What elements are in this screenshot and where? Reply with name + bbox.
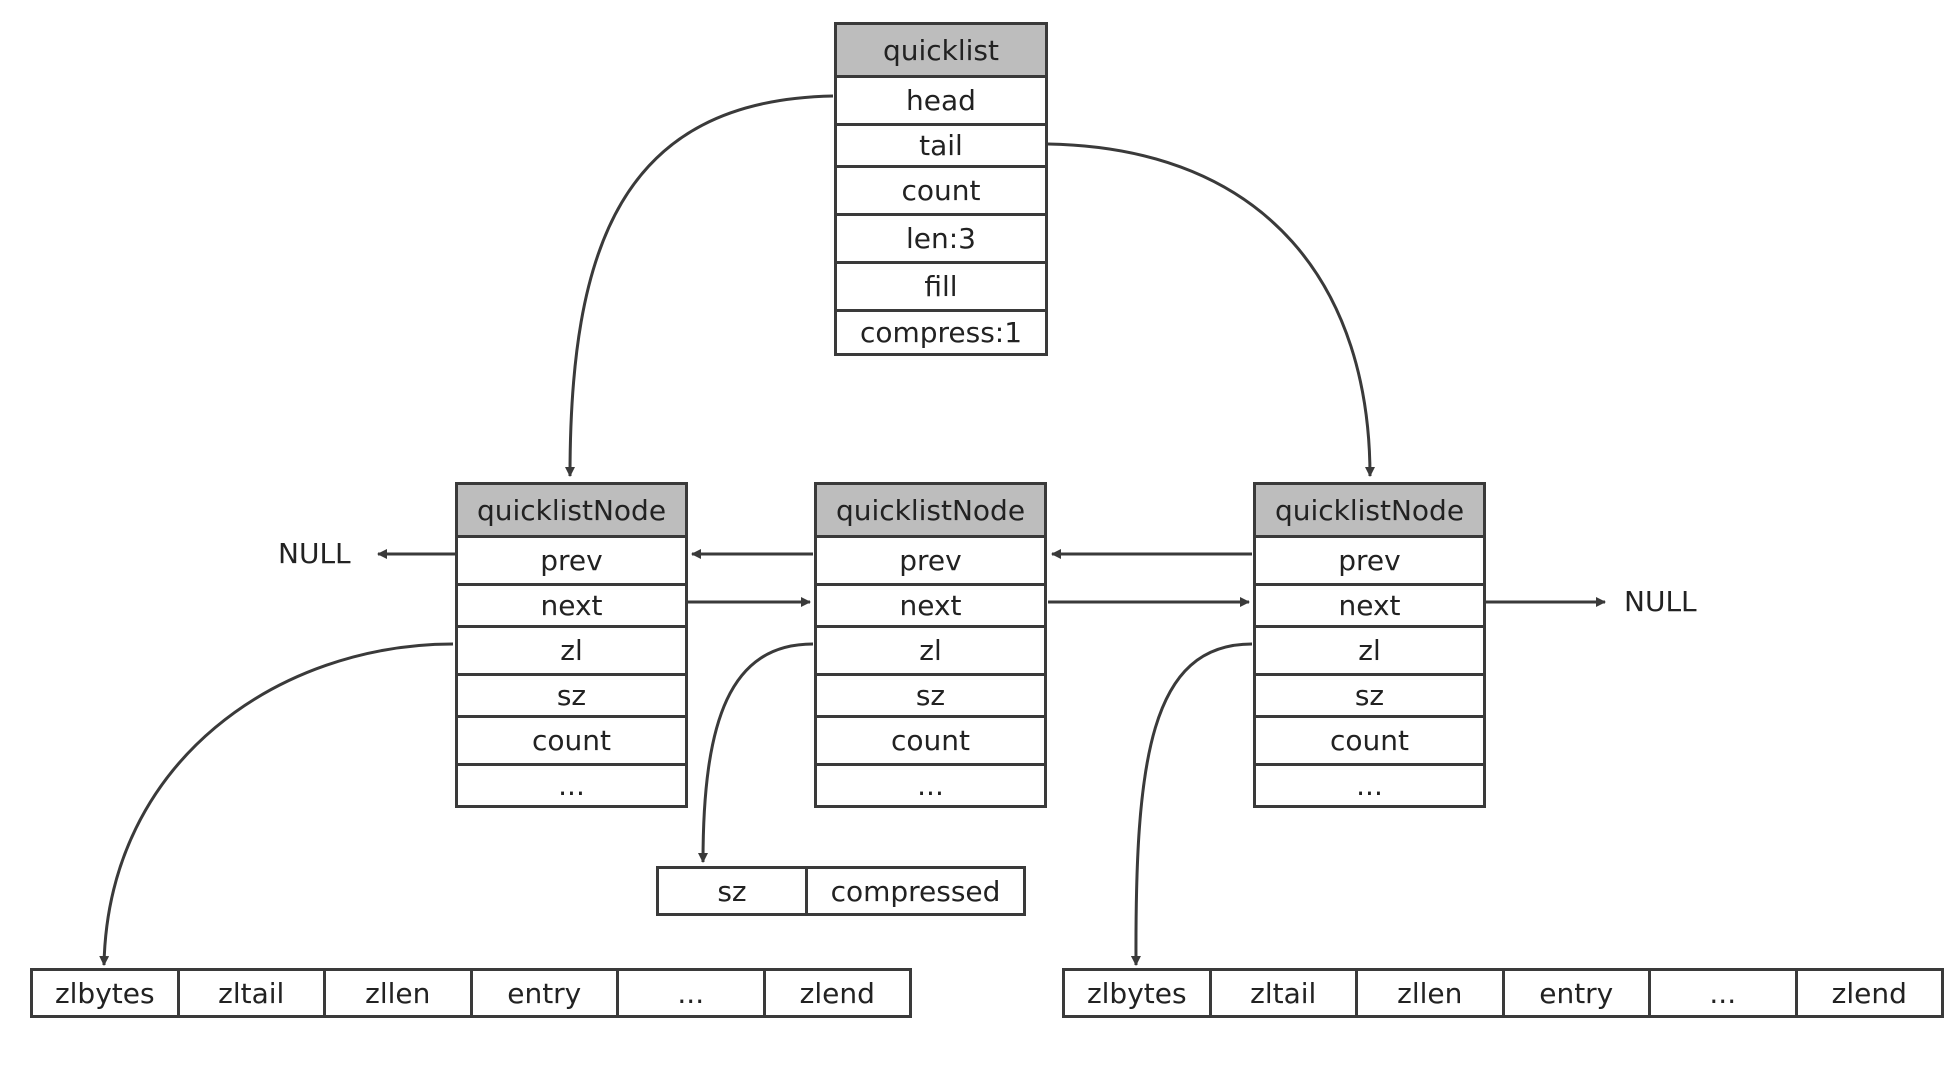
- ziplist-field-zllen: zllen: [323, 971, 470, 1015]
- quicklist-field-count: count: [837, 165, 1045, 213]
- ziplist-2: zlbytes zltail zllen entry ... zlend: [1062, 968, 1944, 1018]
- compressed-field-data: compressed: [805, 869, 1023, 913]
- quicklist-field-compress: compress:1: [837, 309, 1045, 353]
- node-field-sz: sz: [817, 673, 1044, 715]
- node-field-count: count: [817, 715, 1044, 763]
- quicklist-title: quicklist: [837, 25, 1045, 75]
- node-field-zl: zl: [1256, 625, 1483, 673]
- node-field-more: ...: [817, 763, 1044, 805]
- node-field-zl: zl: [817, 625, 1044, 673]
- ziplist-field-zltail: zltail: [1208, 971, 1356, 1015]
- quicklist-field-len: len:3: [837, 213, 1045, 261]
- ziplist-field-zlbytes: zlbytes: [54, 976, 155, 1010]
- quicklist-node-3: quicklistNode prev next zl sz count ...: [1253, 482, 1486, 808]
- null-label-right: NULL: [1624, 585, 1697, 618]
- ziplist-field-zllen: zllen: [1355, 971, 1502, 1015]
- node-field-more: ...: [458, 763, 685, 805]
- ziplist-field-zlend: zlend: [1794, 971, 1942, 1015]
- node-field-next: next: [458, 583, 685, 625]
- node-field-sz: sz: [458, 673, 685, 715]
- node3-zl-arrow: [1130, 642, 1253, 966]
- quicklist-field-fill: fill: [837, 261, 1045, 309]
- node-field-next: next: [817, 583, 1044, 625]
- quicklist-struct: quicklist head tail count len:3 fill com…: [834, 22, 1048, 356]
- ziplist-1: zlbytes zltail zllen entry ... zlend: [30, 968, 912, 1018]
- node1-zl-arrow: [99, 642, 454, 966]
- node-field-zl: zl: [458, 625, 685, 673]
- ziplist-field-more: ...: [1648, 971, 1795, 1015]
- node-field-prev: prev: [458, 535, 685, 583]
- compressed-field-sz: sz: [717, 874, 747, 908]
- quicklist-node-2: quicklistNode prev next zl sz count ...: [814, 482, 1047, 808]
- quicklist-node-1: quicklistNode prev next zl sz count ...: [455, 482, 688, 808]
- quicklist-field-head: head: [837, 75, 1045, 123]
- compressed-block: sz compressed: [656, 866, 1026, 916]
- ziplist-field-more: ...: [616, 971, 763, 1015]
- node-title: quicklistNode: [817, 485, 1044, 535]
- node2-zl-arrow: [698, 642, 814, 863]
- node-title: quicklistNode: [458, 485, 685, 535]
- node-field-count: count: [1256, 715, 1483, 763]
- ziplist-field-zlend: zlend: [762, 971, 910, 1015]
- node-field-prev: prev: [817, 535, 1044, 583]
- head-pointer-arrow: [565, 94, 834, 477]
- tail-pointer-arrow: [1047, 142, 1375, 477]
- node-title: quicklistNode: [1256, 485, 1483, 535]
- node-field-prev: prev: [1256, 535, 1483, 583]
- node-field-count: count: [458, 715, 685, 763]
- node-field-sz: sz: [1256, 673, 1483, 715]
- ziplist-field-zltail: zltail: [176, 971, 324, 1015]
- ziplist-field-entry: entry: [1501, 971, 1649, 1015]
- node-field-more: ...: [1256, 763, 1483, 805]
- ziplist-field-entry: entry: [469, 971, 617, 1015]
- null-label-left: NULL: [278, 537, 351, 570]
- ziplist-field-zlbytes: zlbytes: [1086, 976, 1187, 1010]
- node-field-next: next: [1256, 583, 1483, 625]
- quicklist-field-tail: tail: [837, 123, 1045, 165]
